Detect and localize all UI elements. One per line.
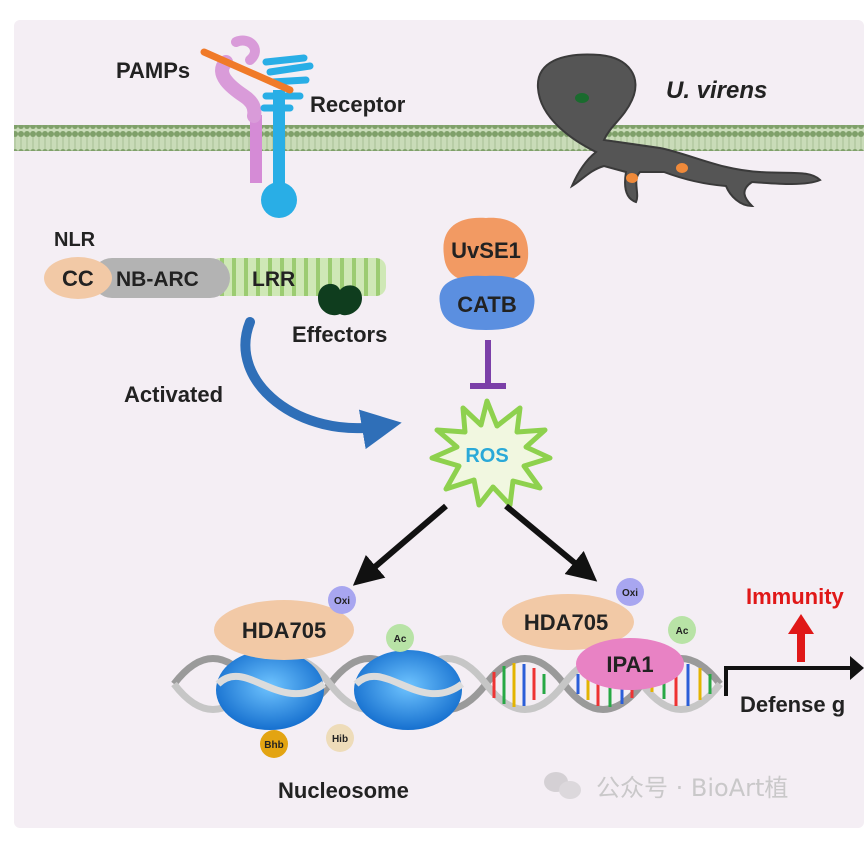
defense-gene-label: Defense g xyxy=(740,692,845,717)
catb-protein xyxy=(439,275,535,330)
cc-label: CC xyxy=(62,266,94,291)
receptor-label: Receptor xyxy=(310,92,406,117)
nbarc-label: NB-ARC xyxy=(116,268,199,291)
hib-label: Hib xyxy=(332,734,348,745)
immunity-label: Immunity xyxy=(746,584,845,609)
catb-label: CATB xyxy=(457,292,516,317)
nlr-label: NLR xyxy=(54,229,96,251)
activated-label: Activated xyxy=(124,382,223,407)
pamp-molecule xyxy=(200,48,294,94)
oxi-left-label: Oxi xyxy=(334,596,350,607)
nlr-protein xyxy=(44,257,386,316)
wechat-icon xyxy=(544,772,581,799)
oxi-badge-left xyxy=(328,586,356,614)
nucleosome-label: Nucleosome xyxy=(278,778,409,803)
ros-burst xyxy=(429,398,553,508)
effector-icon xyxy=(318,283,362,316)
lrr-domain xyxy=(210,258,386,296)
defense-gene-arrow xyxy=(724,666,852,696)
ros-arrow-right xyxy=(504,503,598,582)
uvse1-label: UvSE1 xyxy=(451,238,521,263)
ac-badge-left xyxy=(386,624,414,652)
oxi-badge-right xyxy=(616,578,644,606)
ac-left-label: Ac xyxy=(394,634,407,645)
ros-arrow-left xyxy=(352,503,448,586)
immunity-arrow xyxy=(788,614,814,662)
activated-arrow xyxy=(240,317,402,450)
uvse1-protein xyxy=(443,217,529,283)
nbarc-domain xyxy=(92,258,230,298)
inhibition-symbol xyxy=(470,340,506,389)
hib-badge xyxy=(326,724,354,752)
oxi-right-label: Oxi xyxy=(622,588,638,599)
ac-right-label: Ac xyxy=(676,626,689,637)
hda705-right xyxy=(502,594,634,650)
ipa1-protein xyxy=(576,638,684,690)
organism-label: U. virens xyxy=(666,77,767,104)
ipa1-label: IPA1 xyxy=(606,652,653,677)
bhb-badge xyxy=(260,730,288,758)
hda705-left xyxy=(214,600,354,660)
hda705-right-label: HDA705 xyxy=(524,610,608,635)
cc-domain xyxy=(44,257,112,299)
receptor xyxy=(200,35,314,218)
cell-membrane xyxy=(14,125,864,151)
ac-badge-right xyxy=(668,616,696,644)
bhb-label: Bhb xyxy=(264,740,283,751)
watermark-text: 公众号 · BioArt植 xyxy=(596,774,788,802)
lrr-label: LRR xyxy=(252,268,295,291)
hda705-left-label: HDA705 xyxy=(242,618,326,643)
pamps-label: PAMPs xyxy=(116,58,190,83)
ros-label: ROS xyxy=(465,445,508,467)
effectors-label: Effectors xyxy=(292,322,387,347)
fungus-icon xyxy=(536,53,822,208)
